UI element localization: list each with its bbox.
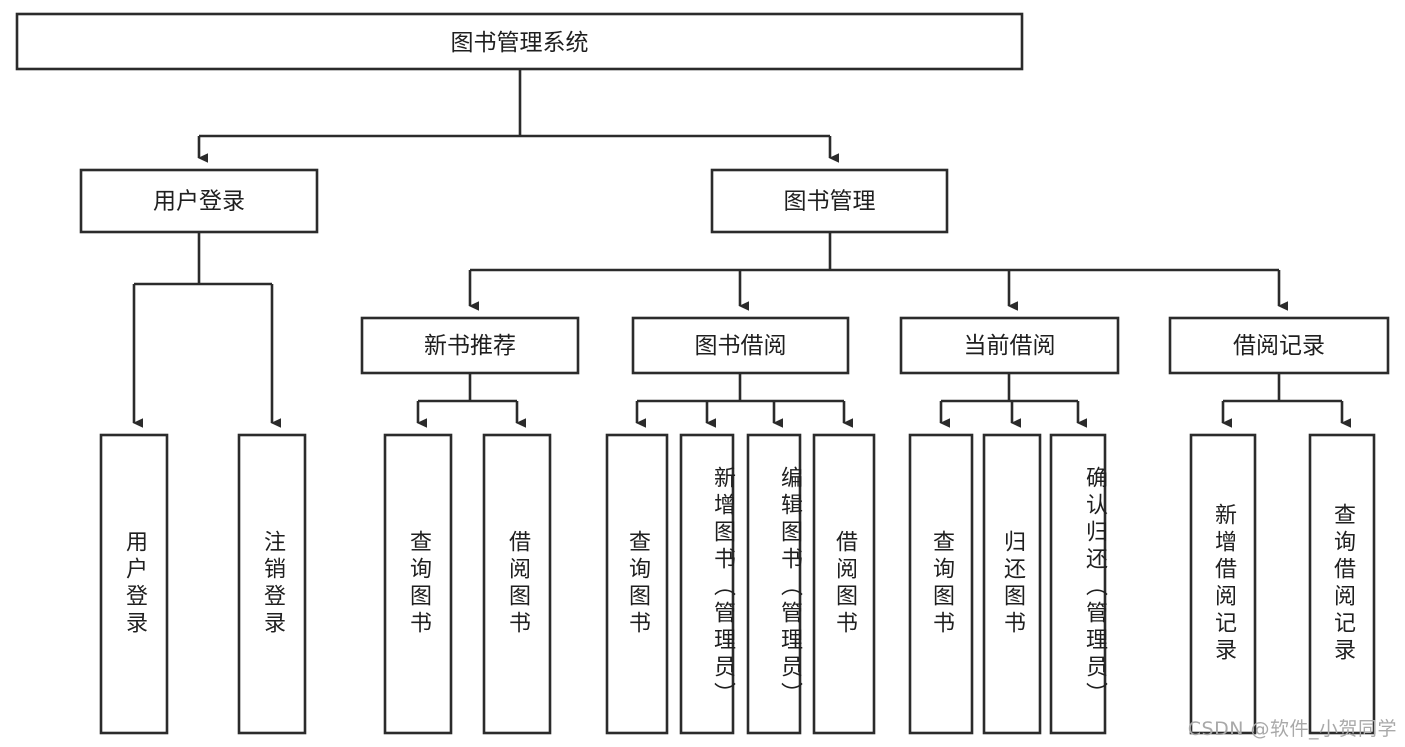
node-leaf-edit-book-admin[interactable] [746, 433, 802, 735]
node-label-root: 图书管理系统 [451, 30, 589, 56]
node-label-book-management: 图书管理 [784, 189, 876, 215]
node-borrowing-record[interactable] [1168, 316, 1390, 375]
node-leaf-query-book-2[interactable] [605, 433, 669, 735]
node-label-current-borrowing: 当前借阅 [964, 333, 1056, 359]
node-label-book-borrowing: 图书借阅 [695, 333, 787, 359]
node-leaf-query-book-3[interactable] [908, 433, 974, 735]
node-leaf-borrow-book-2[interactable] [812, 433, 876, 735]
node-book-borrowing[interactable] [631, 316, 850, 375]
node-leaf-query-borrow-record[interactable] [1308, 433, 1376, 735]
node-label-user-login: 用户登录 [153, 189, 245, 215]
node-leaf-return-book[interactable] [982, 433, 1042, 735]
node-leaf-add-borrow-record[interactable] [1189, 433, 1257, 735]
node-leaf-add-book-admin[interactable] [679, 433, 735, 735]
node-leaf-logout[interactable] [237, 433, 307, 735]
node-root-book-management-system[interactable] [15, 12, 1024, 71]
node-leaf-user-login[interactable] [99, 433, 169, 735]
node-user-login[interactable] [79, 168, 319, 234]
connector-lines [132, 69, 1352, 428]
watermark-text: CSDN @软件_小贺同学 [1187, 718, 1397, 740]
node-label-borrowing-record: 借阅记录 [1233, 333, 1325, 359]
node-leaf-borrow-book-1[interactable] [482, 433, 552, 735]
node-current-borrowing[interactable] [899, 316, 1120, 375]
node-book-management[interactable] [710, 168, 949, 234]
node-boxes: 图书管理系统 用户登录 图书管理 新书推荐 图书借阅 当前借阅 借阅记录 [15, 12, 1390, 735]
node-leaf-query-book-1[interactable] [383, 433, 453, 735]
node-label-new-book-recommendation: 新书推荐 [424, 333, 516, 359]
node-leaf-confirm-return-admin[interactable] [1049, 433, 1107, 735]
node-new-book-recommendation[interactable] [360, 316, 580, 375]
